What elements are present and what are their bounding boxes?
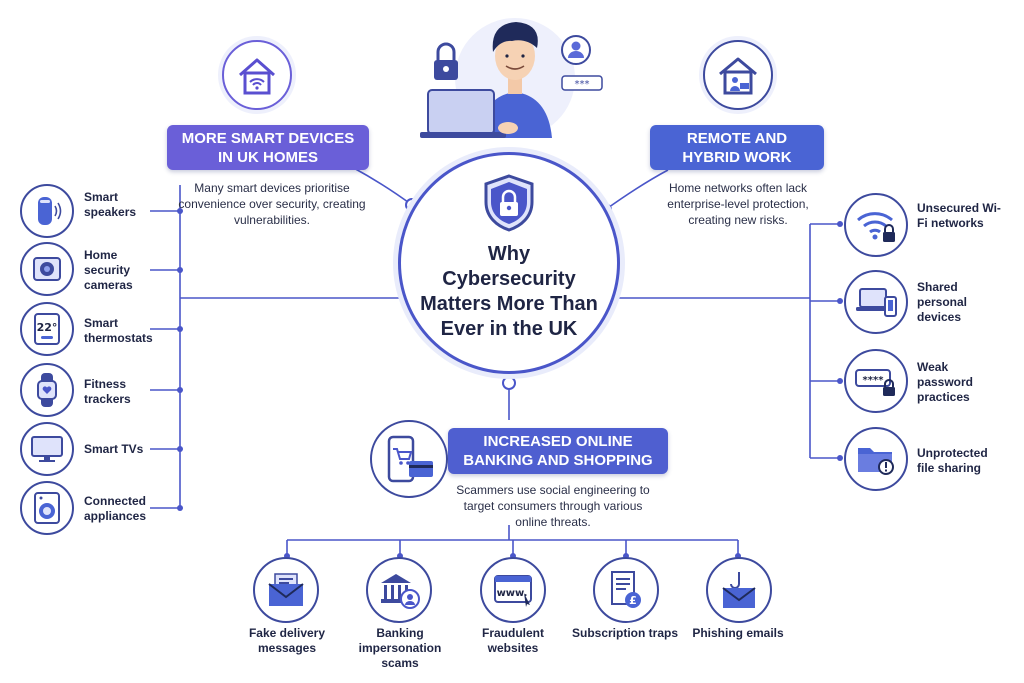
wifi-lock-icon <box>844 193 908 257</box>
remote-work-label: Unprotected file sharing <box>917 446 988 475</box>
category-desc-remote-work: Home networks often lack enterprise-leve… <box>667 181 809 227</box>
center-title: Why Cybersecurity Matters More Than Ever… <box>420 243 598 340</box>
smart-speaker-icon <box>20 184 74 238</box>
remote-work-label: Shared personal devices <box>917 280 968 324</box>
remote-work-label: Weak password practices <box>917 360 974 404</box>
phone-cart-icon <box>370 420 448 498</box>
invoice-pound-icon: £ <box>593 557 659 623</box>
laptop-phone-icon <box>844 270 908 334</box>
washing-machine-icon <box>20 481 74 535</box>
threat-label: Phishing emails <box>692 626 784 640</box>
category-desc-online-banking: Scammers use social engineering to targe… <box>456 483 650 529</box>
category-label-remote-work: REMOTE AND HYBRID WORK <box>650 125 824 170</box>
www-text: www. <box>497 588 528 599</box>
thermostat-display: 22° <box>37 321 58 334</box>
smart-device-label: Home security cameras <box>84 248 133 292</box>
fitness-tracker-icon <box>20 363 74 417</box>
password-mask: **** <box>863 375 885 386</box>
smart-device-label: Connected appliances <box>84 494 147 523</box>
bank-user-icon <box>366 557 432 623</box>
password-lock-icon: **** <box>844 349 908 413</box>
user-badge-icon: *** <box>561 35 603 91</box>
threat-label: Fake delivery messages <box>248 626 326 655</box>
thermostat-icon: 22° <box>20 302 74 356</box>
remote-home-icon <box>703 40 773 110</box>
svg-text:***: *** <box>575 79 590 90</box>
smart-device-label: Fitness trackers <box>84 377 131 406</box>
smart-device-label: Smart speakers <box>84 190 137 219</box>
smart-home-icon <box>222 40 292 110</box>
smart-device-label: Smart thermostats <box>84 316 153 345</box>
smart-tv-icon <box>20 422 74 476</box>
browser-www-icon: www. <box>480 557 546 623</box>
category-label-online-banking: INCREASED ONLINE BANKING AND SHOPPING <box>448 428 668 474</box>
person-laptop-illustration: *** <box>420 18 603 138</box>
pound-symbol: £ <box>629 594 637 607</box>
category-desc-smart-devices: Many smart devices prioritise convenienc… <box>178 181 366 227</box>
remote-work-label: Unsecured Wi-Fi networks <box>917 201 1001 230</box>
security-camera-icon <box>20 242 74 296</box>
shield-lock-icon <box>484 174 534 232</box>
folder-alert-icon <box>844 427 908 491</box>
smart-device-label: Smart TVs <box>84 442 144 456</box>
envelope-icon <box>253 557 319 623</box>
threat-label: Subscription traps <box>571 626 678 640</box>
padlock-icon <box>434 42 458 80</box>
threat-label: Banking impersonation scams <box>358 626 442 670</box>
threat-label: Fraudulent websites <box>482 626 544 655</box>
category-label-smart-devices: MORE SMART DEVICES IN UK HOMES <box>167 125 369 170</box>
phishing-hook-icon <box>706 557 772 623</box>
